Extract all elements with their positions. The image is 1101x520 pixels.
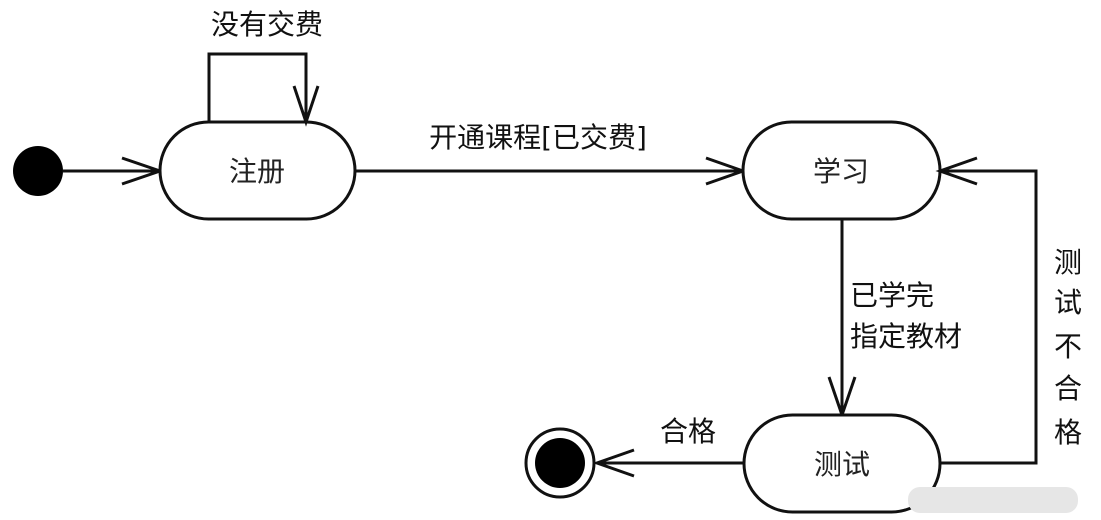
final-state [524,427,596,499]
label-fail-char4: 合 [1054,372,1082,405]
state-register: 注册 [158,120,357,221]
initial-state [13,146,63,196]
label-finished-line1: 已学完 [850,279,934,312]
label-fail-char3: 不 [1054,330,1082,363]
label-no-payment: 没有交费 [211,8,323,41]
label-fail-char5: 格 [1054,416,1082,449]
state-label-study: 学习 [813,155,869,188]
state-label-test: 测试 [814,448,870,481]
transition-test-to-study [935,156,1038,465]
transition-register-to-study [355,156,748,186]
state-study: 学习 [741,120,942,221]
transition-test-to-final [592,448,744,478]
label-open-course: 开通课程[已交费] [429,121,647,154]
state-test: 测试 [742,413,942,514]
label-fail-char1: 测 [1054,246,1082,279]
label-finished-line2: 指定教材 [850,320,962,353]
label-pass: 合格 [660,415,716,448]
watermark-blur [908,487,1078,513]
transition-self-loop-register [207,52,320,127]
transition-initial-to-register [63,156,165,186]
label-fail-char2: 试 [1054,286,1082,319]
state-label-register: 注册 [229,155,285,188]
transition-study-to-test [827,219,857,420]
